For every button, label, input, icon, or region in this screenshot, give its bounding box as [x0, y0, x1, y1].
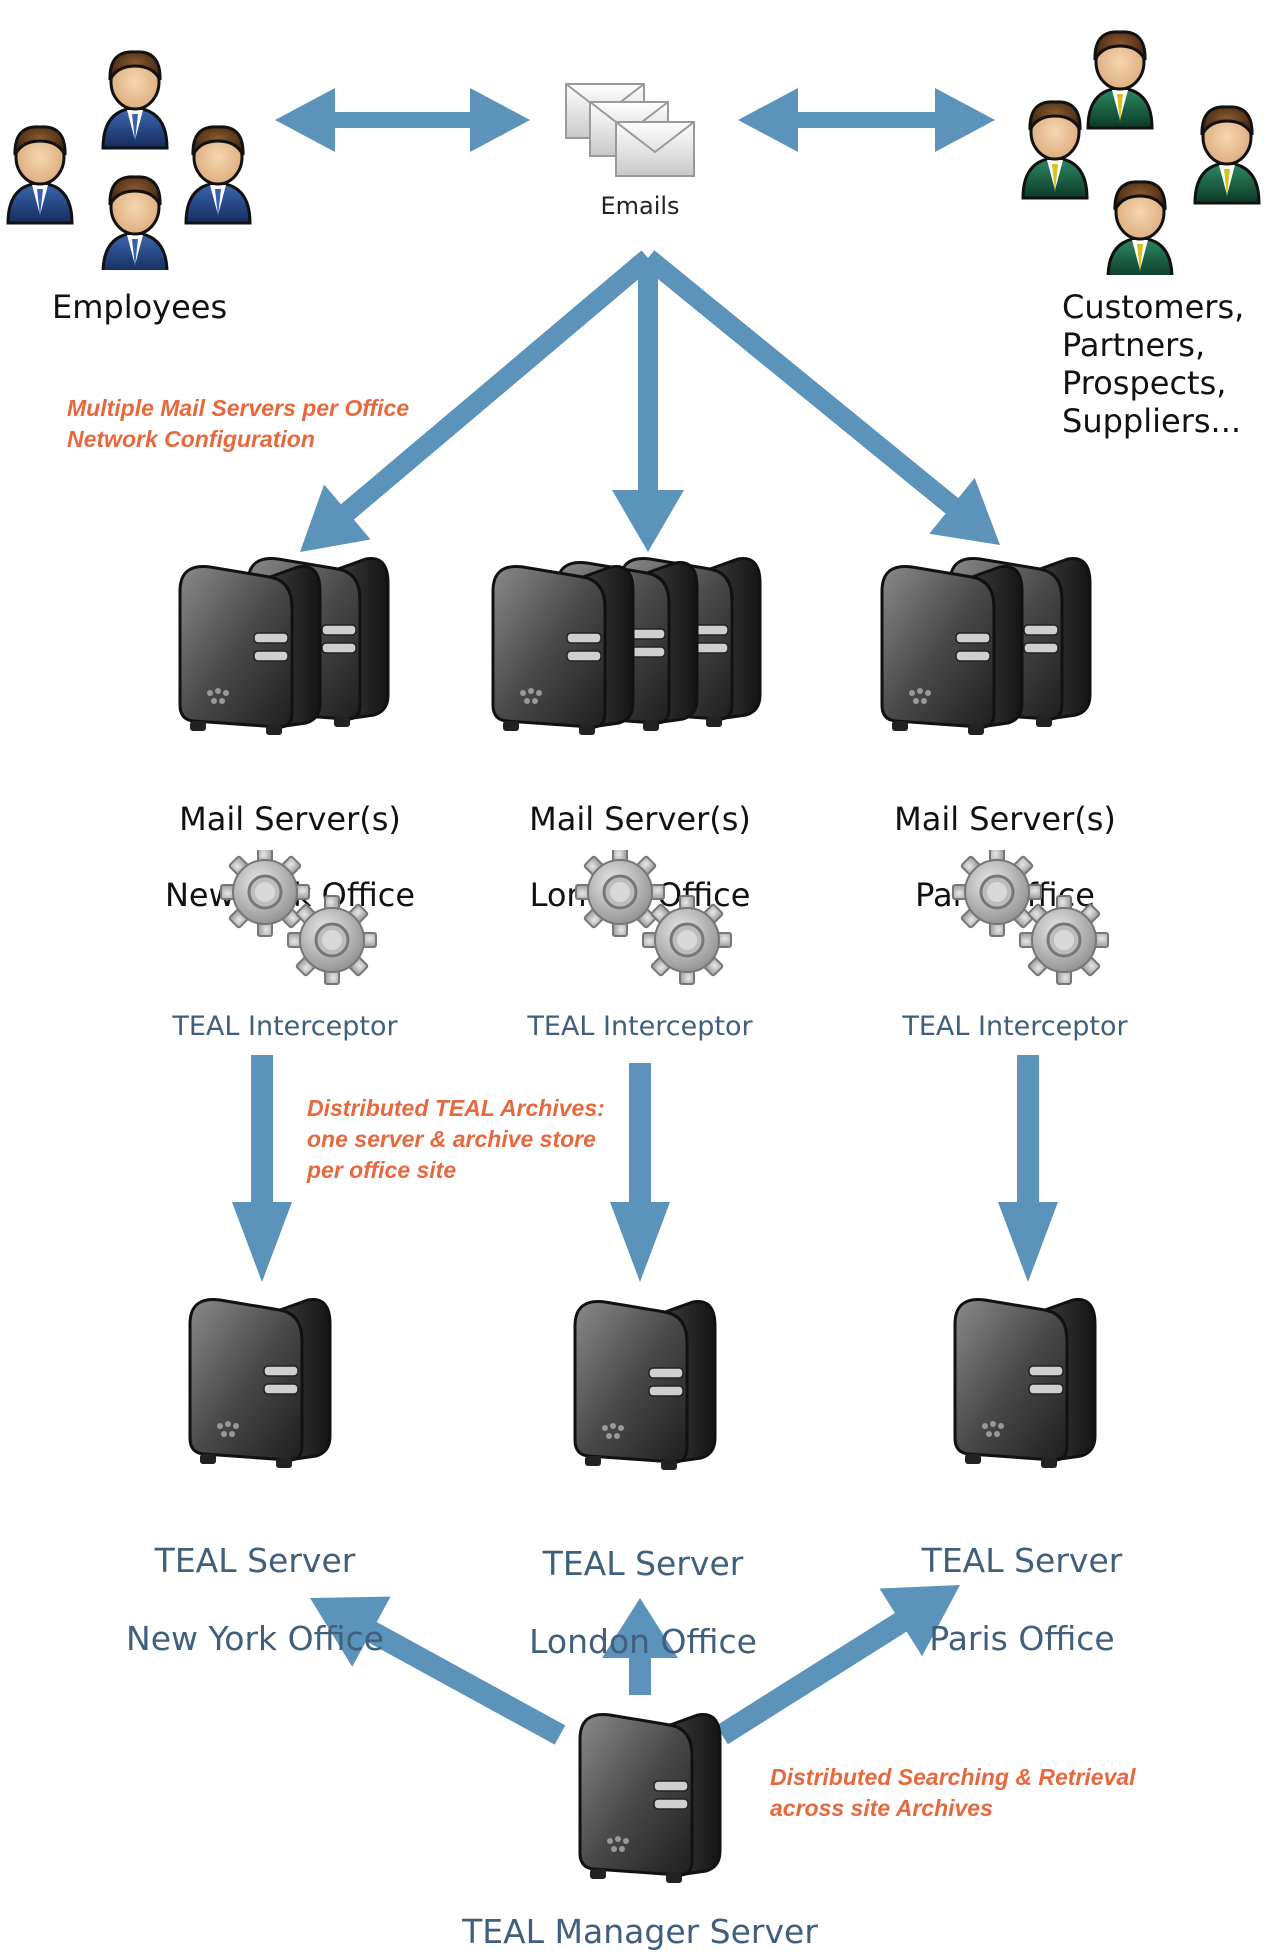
gears-icon — [575, 850, 745, 990]
teal-server-label-london: TEAL Server London Office — [483, 1505, 803, 1700]
arrow-paris-to-teal — [998, 1055, 1058, 1282]
arrow-emails-to-ny — [300, 250, 655, 552]
server-pair-icon — [872, 555, 1092, 745]
mail-server-label-london: Mail Server(s) London Office — [480, 762, 800, 952]
manager-server-label: TEAL Manager Server — [462, 1912, 818, 1951]
arrow-emails-to-london — [612, 258, 684, 552]
manager-server-icon — [570, 1705, 730, 1895]
interceptor-label-paris: TEAL Interceptor — [902, 1011, 1128, 1042]
emails-icon — [560, 80, 710, 190]
teal-server-label-ny: TEAL Server New York Office — [95, 1502, 415, 1697]
teal-server-icon — [180, 1290, 340, 1480]
arrow-emails-to-paris — [641, 250, 1000, 545]
note-distributed-archives: Distributed TEAL Archives: one server & … — [307, 1095, 605, 1183]
teal-server-label-paris: TEAL Server Paris Office — [862, 1502, 1182, 1697]
arrow-manager-to-ny — [310, 1596, 566, 1745]
arrow-manager-to-paris — [716, 1585, 960, 1745]
note-mail-config: Multiple Mail Servers per Office Network… — [67, 395, 410, 452]
interceptor-label-london: TEAL Interceptor — [527, 1011, 753, 1042]
teal-server-title: TEAL Server — [921, 1541, 1123, 1580]
teal-server-office: London Office — [529, 1622, 757, 1661]
teal-server-icon — [945, 1290, 1105, 1480]
arrow-employees-emails — [275, 88, 530, 152]
employees-icon — [0, 20, 260, 270]
teal-server-office: New York Office — [126, 1619, 384, 1658]
arrow-manager-to-london — [602, 1598, 678, 1695]
mail-server-title: Mail Server(s) — [179, 800, 401, 838]
external-contacts-icon — [1005, 5, 1267, 275]
gears-icon — [952, 850, 1122, 990]
arrow-emails-external — [738, 88, 995, 152]
employees-label: Employees — [52, 288, 228, 326]
teal-server-title: TEAL Server — [542, 1544, 744, 1583]
emails-label: Emails — [600, 192, 680, 220]
arrow-ny-to-teal — [232, 1055, 292, 1282]
teal-server-icon — [565, 1292, 725, 1482]
teal-server-office: Paris Office — [929, 1619, 1115, 1658]
mail-server-title: Mail Server(s) — [894, 800, 1116, 838]
mail-server-title: Mail Server(s) — [529, 800, 751, 838]
external-contacts-label: Customers, Partners, Prospects, Supplier… — [1062, 288, 1245, 440]
teal-server-title: TEAL Server — [154, 1541, 356, 1580]
interceptor-label-ny: TEAL Interceptor — [172, 1011, 398, 1042]
gears-icon — [220, 850, 390, 990]
arrow-london-to-teal — [610, 1063, 670, 1282]
server-triple-icon — [485, 555, 765, 745]
note-distributed-search: Distributed Searching & Retrieval across… — [770, 1764, 1136, 1821]
server-pair-icon — [170, 555, 390, 745]
